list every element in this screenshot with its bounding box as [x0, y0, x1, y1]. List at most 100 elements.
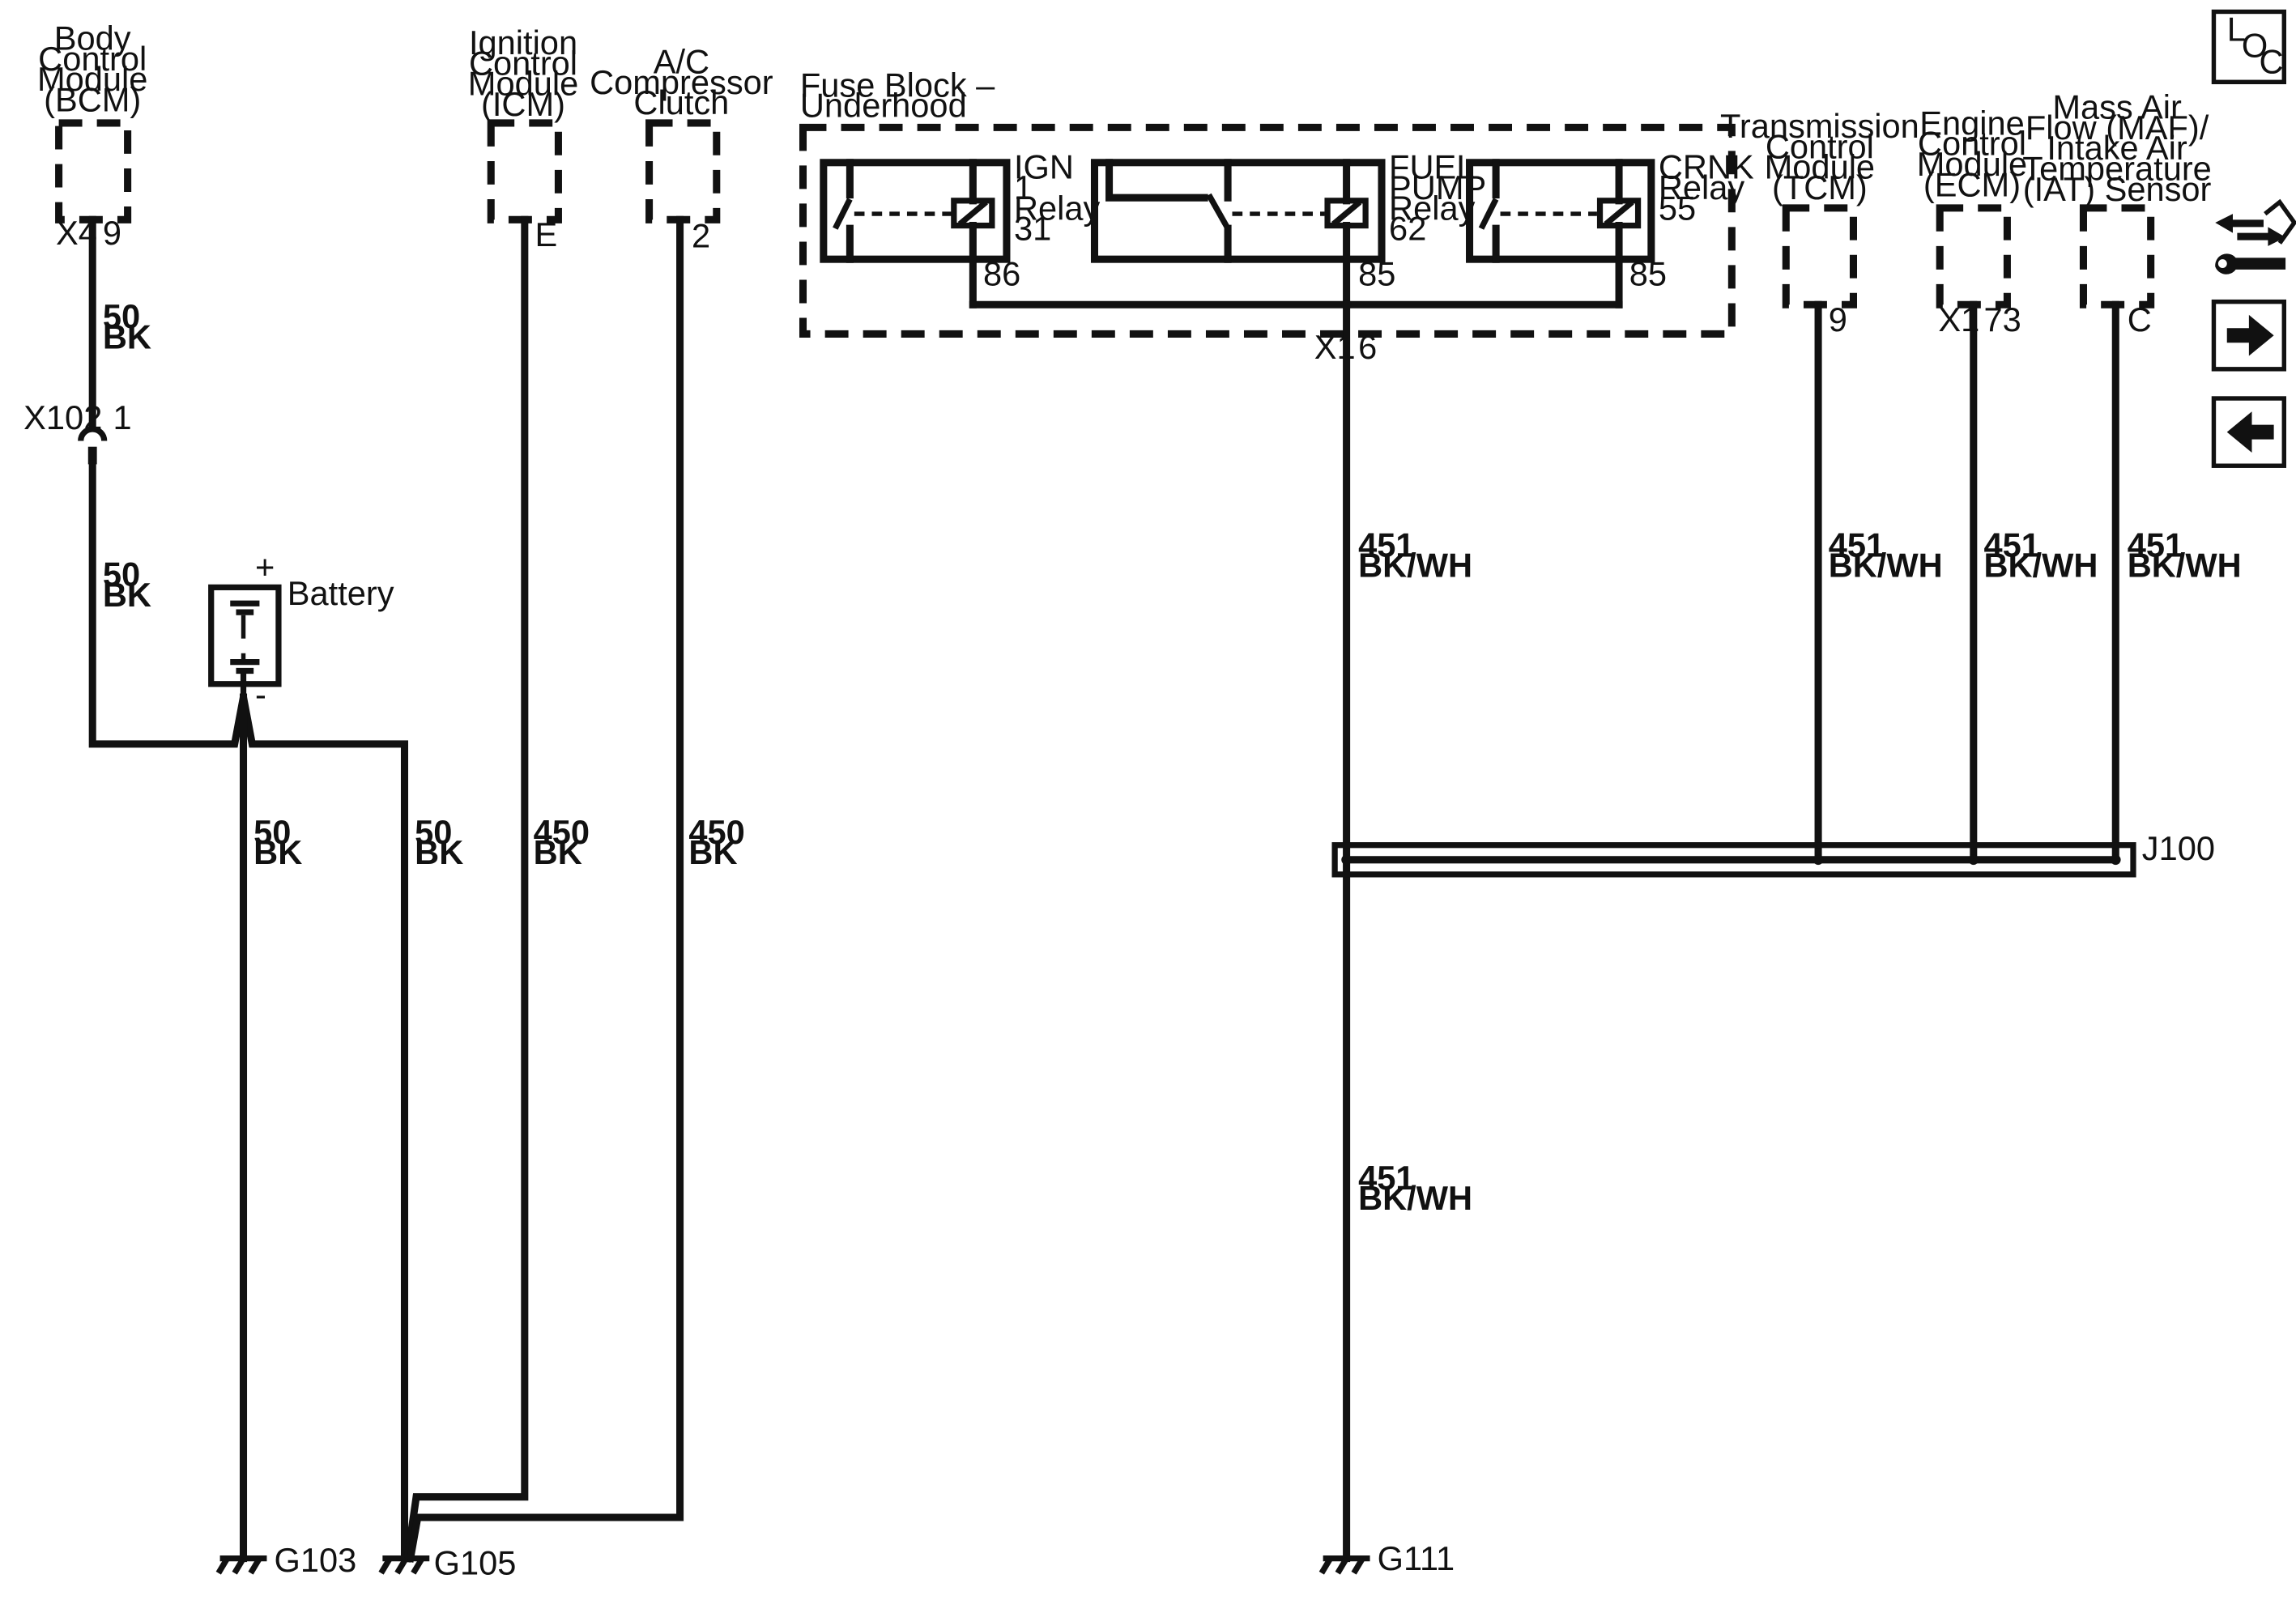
fuse-block-box[interactable]: [799, 123, 1736, 338]
next-page-button[interactable]: [2211, 299, 2286, 372]
ecm-label-4: (ECM): [1923, 165, 2021, 203]
ground-g111-symbol: [1318, 1555, 1370, 1575]
wire-battery-g103-num: 50: [253, 813, 291, 851]
wire-g111-num: 451: [1358, 1159, 1414, 1197]
battery-plus: +: [255, 548, 275, 586]
tcm-box: [1782, 204, 1857, 309]
wire-tcm-color: BK/WH: [1829, 547, 1943, 585]
icm-label-2: Control: [469, 44, 577, 82]
wire-g111-color: BK/WH: [1358, 1179, 1472, 1217]
tcm-label-2: Control: [1766, 127, 1874, 165]
wire-bcm-upper-color: BK: [103, 318, 151, 356]
wire-icm-num: 450: [534, 813, 590, 851]
previous-page-button[interactable]: [2211, 396, 2286, 468]
wire-ecm-num: 451: [1983, 526, 2039, 564]
fuse-block-label-2: Underhood: [800, 87, 967, 125]
wire-ac-num: 450: [688, 813, 744, 851]
j100-splice-pack[interactable]: [1331, 842, 2136, 878]
ground-g105-label: G105: [434, 1544, 517, 1582]
ign-relay-label-2: 1: [1014, 168, 1033, 206]
ground-g105-symbol: [378, 1555, 430, 1575]
battery-component[interactable]: [208, 584, 282, 698]
maf-label-3: Intake Air: [2047, 129, 2187, 167]
loc-letter-c: C: [2260, 42, 2284, 80]
ign-relay-pin: 86: [983, 255, 1020, 293]
arrow-left-icon: [2226, 411, 2274, 453]
wire-bcm-upper-num: 50: [103, 297, 140, 335]
bcm-pin: 9: [103, 214, 121, 252]
crnk-relay-label-3: 55: [1659, 189, 1696, 227]
crnk-relay-label-1: CRNK: [1659, 148, 1754, 186]
wire-ac-color: BK: [688, 833, 737, 871]
icm-component[interactable]: Ignition Control Module (ICM): [468, 23, 578, 223]
bcm-label-3: Module: [37, 60, 147, 98]
ecm-label-1: Engine: [1919, 104, 2025, 142]
tcm-component[interactable]: Transmission Control Module (TCM): [1720, 107, 1919, 309]
maf-box: [2079, 204, 2155, 309]
ac-clutch-component[interactable]: A/C Compressor Clutch: [590, 42, 773, 223]
crnk-relay-pin: 85: [1629, 255, 1667, 293]
ground-g103-label: G103: [275, 1541, 357, 1579]
maf-label-2: Flow (MAF)/: [2026, 109, 2209, 147]
bcm-label-4: (BCM): [44, 80, 141, 118]
x102-pin: 1: [113, 398, 132, 436]
loc-button[interactable]: L O C: [2211, 9, 2286, 85]
ecm-component[interactable]: Engine Control Module (ECM): [1917, 104, 2027, 309]
ground-g103-symbol: [215, 1555, 267, 1575]
ac-label-1: A/C: [654, 42, 709, 80]
ac-label-2: Compressor: [590, 63, 773, 101]
ecm-label-2: Control: [1918, 125, 2026, 163]
ground-g111-label: G111: [1378, 1539, 1455, 1577]
icm-label-4: (ICM): [481, 85, 565, 123]
wire-ecm-color: BK/WH: [1983, 547, 2098, 585]
ecm-pin: 73: [1983, 300, 2021, 338]
ign-relay-label-1: IGN: [1014, 148, 1074, 186]
j100-label: J100: [2142, 829, 2215, 867]
wire-battery-g103-color: BK: [253, 833, 302, 871]
wire-tcm-num: 451: [1829, 526, 1885, 564]
connector-wrench-icon[interactable]: [2215, 198, 2296, 274]
x102-label: X102: [23, 398, 102, 436]
fuel-pump-relay[interactable]: [1090, 159, 1386, 309]
crnk-relay-label-2: Relay: [1659, 168, 1745, 206]
wire-icm: [403, 215, 529, 1563]
tcm-label-3: Module: [1765, 148, 1875, 186]
wire-ac: [406, 215, 684, 1563]
fuel-relay-label-1: FUEL: [1389, 148, 1475, 186]
ign-relay[interactable]: [820, 159, 1011, 309]
ecm-label-3: Module: [1917, 145, 2027, 183]
maf-label-5: (IAT) Sensor: [2023, 170, 2212, 208]
icm-pin: E: [535, 215, 557, 253]
fuel-relay-label-4: 62: [1389, 210, 1426, 248]
ign-relay-label-3: Relay: [1014, 189, 1101, 227]
ac-box: [645, 119, 721, 223]
wire-battery-g105-num: 50: [415, 813, 452, 851]
wire-bcm-lower: [88, 460, 409, 1563]
tcm-label-4: (TCM): [1772, 168, 1868, 206]
fuse-block-pin: 6: [1358, 328, 1377, 366]
wire-bcm-lower-num: 50: [103, 555, 140, 594]
wire-icm-color: BK: [534, 833, 582, 871]
maf-label-4: Temperature: [2022, 149, 2211, 187]
ac-pin: 2: [692, 217, 710, 255]
battery-minus: -: [255, 675, 266, 713]
ac-label-3: Clutch: [633, 83, 729, 121]
maf-iat-sensor-component[interactable]: Mass Air Flow (MAF)/ Intake Air Temperat…: [2022, 88, 2212, 309]
wire-fb-color: BK/WH: [1358, 547, 1472, 585]
maf-label-1: Mass Air: [2052, 88, 2182, 126]
loc-letter-l: L: [2227, 11, 2246, 49]
bcm-component[interactable]: Body Control Module (BCM): [37, 19, 147, 223]
bcm-box: [55, 119, 132, 223]
crnk-relay[interactable]: [1466, 159, 1655, 309]
bcm-label-1: Body: [54, 19, 131, 57]
wire-maf-color: BK/WH: [2128, 547, 2242, 585]
ecm-box: [1936, 204, 2011, 309]
maf-pin: C: [2128, 300, 2152, 338]
fuel-relay-pin: 85: [1358, 255, 1395, 293]
fuse-block-label-1: Fuse Block –: [800, 66, 995, 104]
wire-bcm-lower-color: BK: [103, 576, 151, 614]
loc-letter-o: O: [2242, 27, 2268, 65]
icm-label-1: Ignition: [469, 23, 577, 62]
battery-label: Battery: [288, 574, 394, 612]
